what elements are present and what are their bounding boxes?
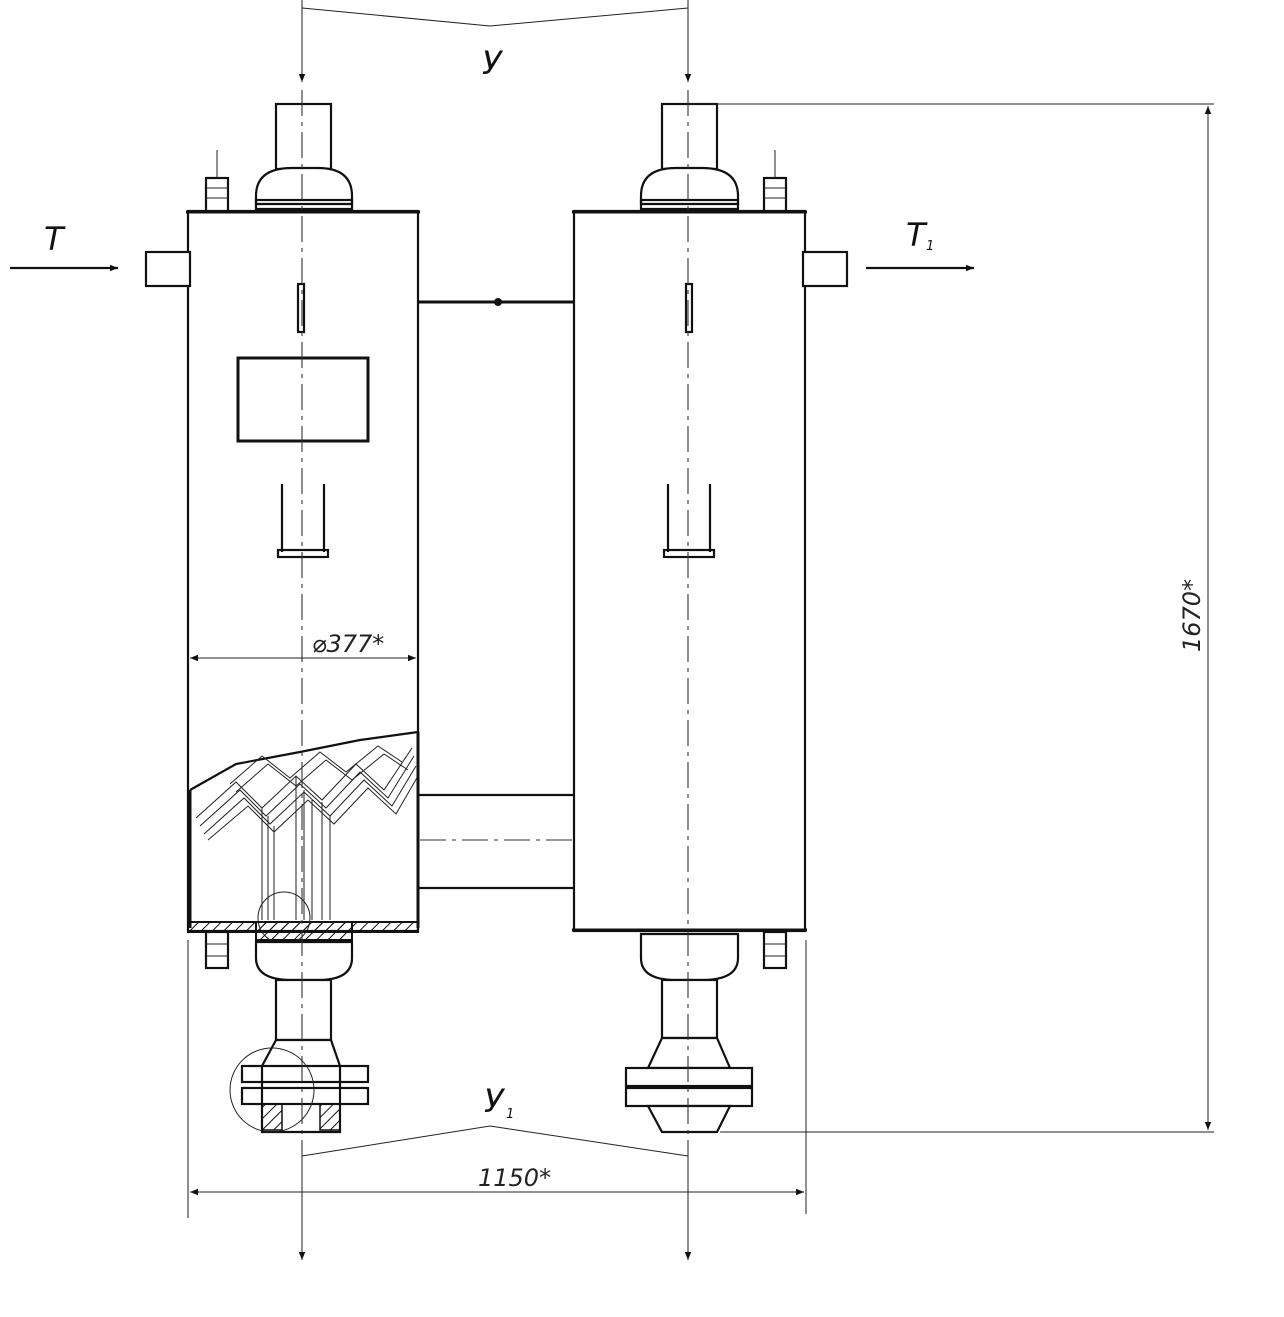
width-dimension: 1150* [478,1164,551,1192]
left-vessel [144,102,420,1134]
right-vessel [572,102,849,1134]
height-dimension: 1670* [1178,579,1206,652]
coil-tubes [195,745,419,920]
outlet-side-label: Т [906,216,928,254]
outlet-side-subscript: 1 [926,239,934,254]
center-axes [301,90,689,1150]
outlet-bottom-subscript: 1 [506,1107,514,1122]
outlet-bottom-label: У [484,1082,506,1120]
bottom-flow-lines [298,1125,692,1260]
inlet-side-label: Т [44,220,66,258]
connecting-pipes [418,298,582,890]
diameter-dimension: ⌀377* [312,630,384,658]
top-flow-lines [298,0,692,82]
inlet-top-label: У [482,44,504,82]
dimension-lines [187,103,1214,1218]
